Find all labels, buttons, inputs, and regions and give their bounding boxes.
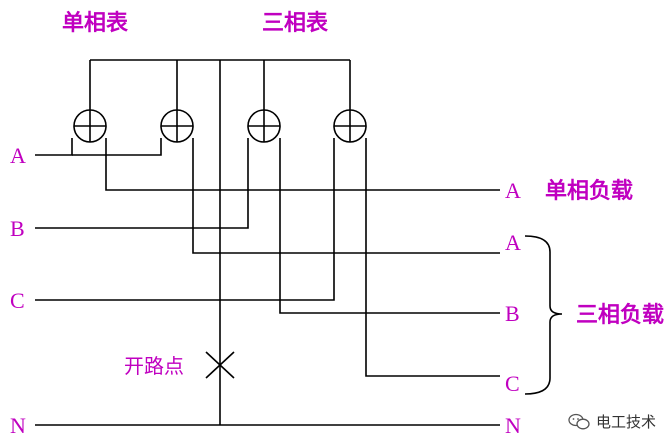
open-point-label: 开路点 (124, 355, 184, 378)
three-load-label-c: C (505, 371, 520, 396)
three-phase-load-brace (524, 235, 563, 395)
three-phase-meter-title: 三相表 (262, 10, 329, 35)
input-label-b: B (10, 216, 25, 241)
input-label-n: N (10, 413, 26, 438)
chat-bubbles-icon (568, 413, 590, 429)
three-phase-meter-coil-a (160, 109, 194, 143)
three-phase-load-label: 三相负载 (576, 302, 664, 327)
three-load-label-b: B (505, 301, 520, 326)
input-label-a: A (10, 143, 26, 168)
single-phase-meter-coil (73, 109, 107, 143)
watermark: 电工技术 (568, 411, 656, 432)
output-label-n: N (505, 413, 521, 438)
single-phase-load-label: 单相负载 (545, 178, 633, 203)
three-load-label-a: A (505, 230, 521, 255)
phase-c-wiring (35, 138, 500, 377)
single-load-label-a: A (505, 178, 521, 203)
phase-a-wiring (35, 138, 500, 254)
three-phase-meter-coil-b (247, 109, 281, 143)
single-phase-meter-title: 单相表 (62, 10, 129, 35)
input-label-c: C (10, 288, 25, 313)
phase-b-wiring (35, 138, 500, 314)
three-phase-meter-coil-c (333, 109, 367, 143)
open-point-cross (205, 351, 235, 379)
watermark-text: 电工技术 (595, 413, 656, 431)
